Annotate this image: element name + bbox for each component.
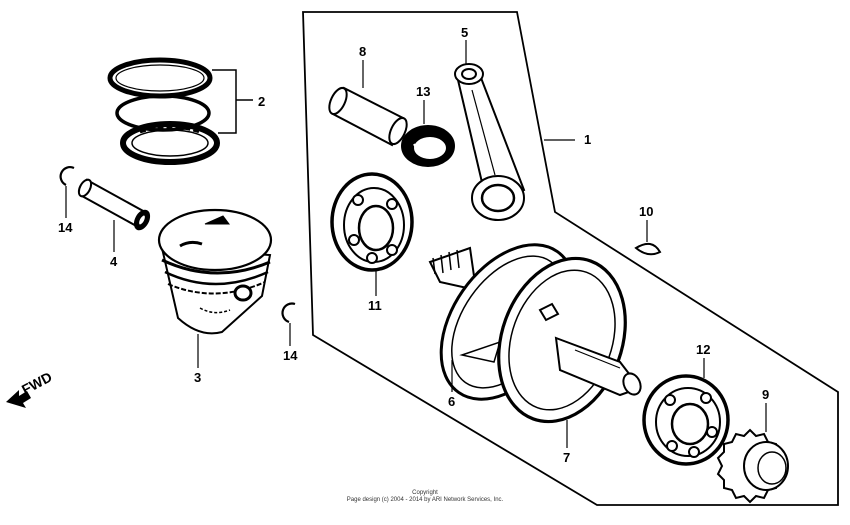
callout-10: 10 [639, 204, 653, 219]
callout-4: 4 [110, 254, 118, 269]
crank-pin[interactable] [326, 85, 411, 147]
forward-direction-arrow: FWD [6, 369, 55, 408]
callout-14-left: 14 [58, 220, 73, 235]
timing-gear[interactable] [716, 428, 789, 504]
callout-3: 3 [194, 370, 201, 385]
piston[interactable] [157, 208, 273, 335]
callout-14-right: 14 [283, 348, 298, 363]
callout-1: 1 [584, 132, 591, 147]
crankshaft-right[interactable] [477, 241, 647, 440]
callout-11: 11 [368, 298, 382, 313]
needle-bearing[interactable] [401, 125, 455, 167]
callout-5: 5 [461, 25, 468, 40]
copyright-heading: Copyright [412, 490, 438, 496]
ball-bearing-left[interactable] [330, 172, 414, 272]
piston-pin-clip-right[interactable] [281, 302, 296, 324]
piston-ring-set[interactable] [107, 57, 220, 165]
woodruff-key[interactable] [634, 242, 662, 256]
callout-13: 13 [416, 84, 430, 99]
crankshaft-assembly-outline [302, 11, 839, 506]
callout-9: 9 [762, 387, 769, 402]
fwd-label: FWD [19, 369, 55, 398]
callout-12: 12 [696, 342, 710, 357]
callout-8: 8 [359, 44, 366, 59]
copyright-notice: Page design (c) 2004 - 2014 by ARI Netwo… [346, 497, 504, 503]
piston-pin-clip-left[interactable] [59, 166, 75, 186]
callout-7: 7 [563, 450, 570, 465]
callout-6: 6 [448, 394, 455, 409]
callout-2: 2 [258, 94, 265, 109]
piston-pin[interactable] [76, 178, 152, 232]
leader-2 [212, 69, 253, 134]
connecting-rod[interactable] [454, 63, 526, 221]
ball-bearing-right[interactable] [642, 374, 730, 466]
